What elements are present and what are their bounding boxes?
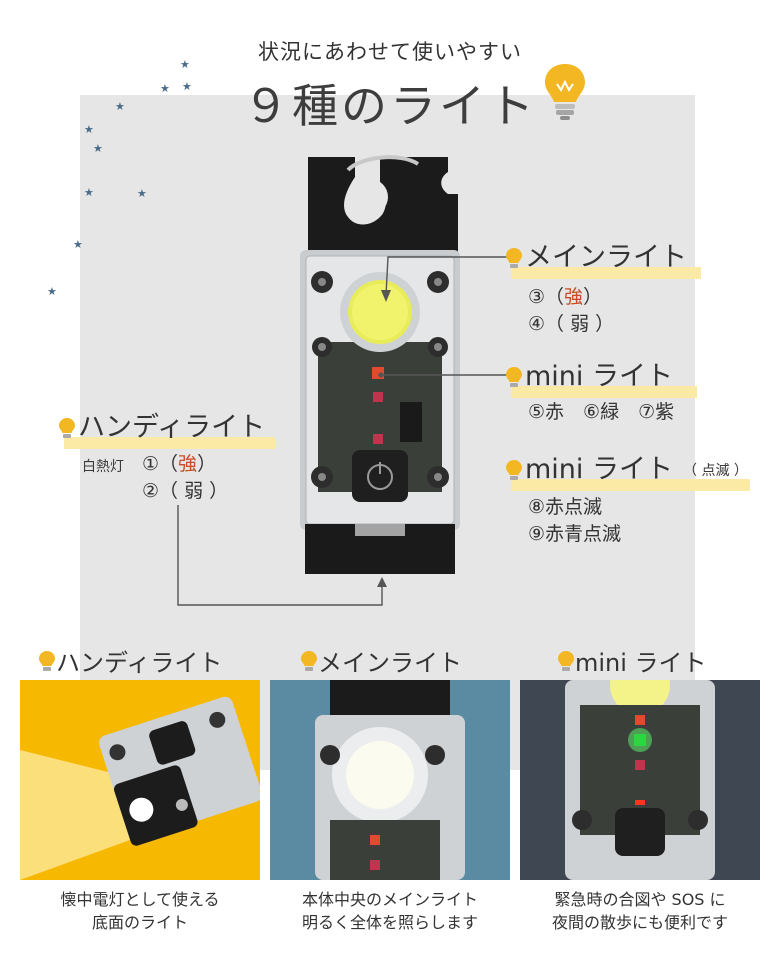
lightbulb-icon (301, 650, 317, 671)
star-icon: ★ (93, 142, 103, 155)
photo-handy-light (20, 680, 260, 880)
caption-main: 本体中央のメインライト 明るく全体を照らします (301, 890, 478, 932)
lightbulb-icon (59, 418, 75, 438)
keychain-light-device (300, 155, 460, 574)
pointer-line (381, 256, 516, 302)
main-light-modes: ③（強） ④（ 弱 ） (528, 286, 615, 335)
star-icon: ★ (84, 186, 94, 199)
lightbulb-icon (506, 460, 522, 480)
handy-light-label: ハンディライト (58, 413, 276, 449)
star-icon: ★ (180, 58, 190, 71)
star-icon: ★ (160, 82, 170, 95)
mini-light-label: mini ライト (505, 362, 697, 398)
lightbulb-icon (558, 650, 574, 671)
page-title: ９種のライト (243, 79, 537, 133)
pointer-line (177, 505, 387, 606)
mini-blink-modes: ⑧赤点滅 ⑨赤青点滅 (528, 496, 622, 545)
lightbulb-icon (506, 367, 522, 387)
bottom-label-mini: mini ライト (557, 643, 707, 678)
star-icon: ★ (84, 123, 94, 136)
mini-light-modes: ⑤赤 ⑥緑 ⑦紫 (528, 401, 675, 423)
lightbulb-icon (39, 650, 55, 671)
bottom-label-main: メインライト (300, 643, 462, 678)
caption-handy: 懐中電灯として使える 底面のライト (60, 890, 220, 932)
handy-light-modes: ①（強） ②（ 弱 ） (142, 453, 229, 502)
caption-mini: 緊急時の合図や SOS に 夜間の散歩にも便利です (551, 890, 728, 932)
main-light-label: メインライト (505, 243, 701, 279)
photo-main-light (270, 680, 510, 880)
pointer-line (378, 372, 516, 378)
star-icon: ★ (115, 100, 125, 113)
star-icon: ★ (73, 238, 83, 251)
photo-mini-light (520, 680, 760, 880)
lightbulb-icon (506, 248, 522, 268)
star-icon: ★ (47, 285, 57, 298)
mini-blink-label: mini ライト （ 点滅 ） (505, 455, 750, 491)
lightbulb-icon (545, 64, 585, 120)
bottom-label-handy: ハンディライト (38, 643, 222, 678)
handy-light-type: 白熱灯 (82, 459, 124, 475)
subtitle: 状況にあわせて使いやすい (258, 40, 522, 64)
star-icon: ★ (137, 187, 147, 200)
star-icon: ★ (182, 80, 192, 93)
